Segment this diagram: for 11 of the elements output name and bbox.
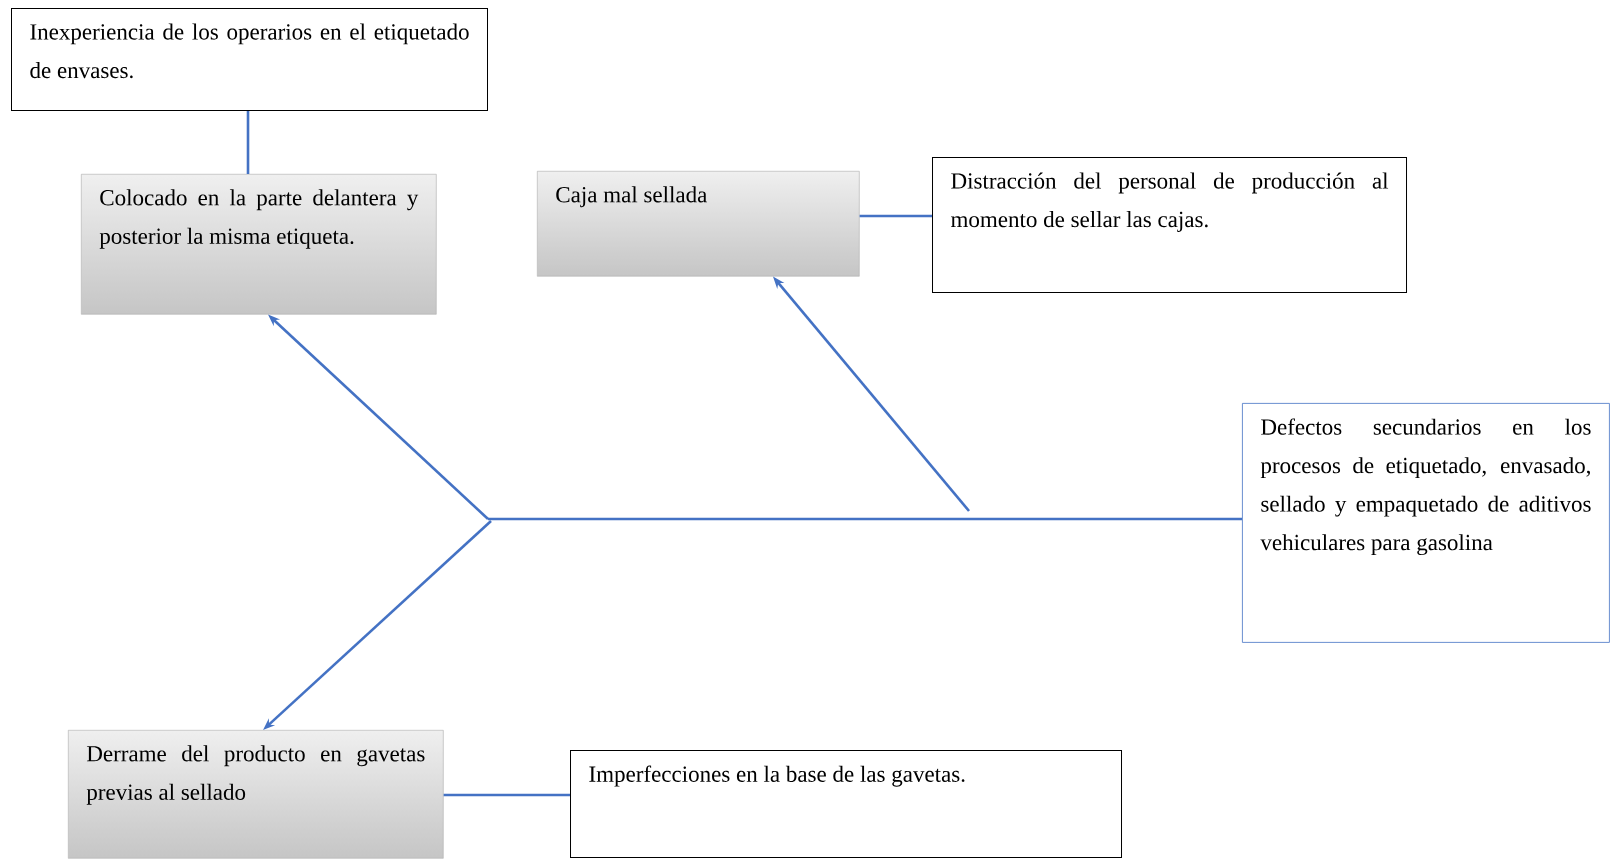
effect-box: Colocado en la parte delantera y posterior la misma etiqueta. (81, 174, 437, 315)
problem-box: Defectos secundarios en los procesos de etiquetado, envasado, sellado y empaquetado de aditivos vehiculares para gasolina (1242, 403, 1610, 643)
connector-line (443, 793, 570, 797)
cause-box: Imperfecciones en la base de las gavetas. (570, 750, 1122, 858)
connector-line (488, 517, 1242, 521)
cause-box: Distracción del personal de producción al momento de sellar las cajas. (932, 157, 1407, 293)
connector-line (246, 111, 250, 174)
cause-box: Inexperiencia de los operarios en el etiquetado de envases. (11, 8, 488, 111)
connector-line (859, 214, 932, 218)
effect-box: Caja mal sellada (537, 171, 860, 277)
effect-box: Derrame del producto en gavetas previas al sellado (68, 730, 444, 859)
